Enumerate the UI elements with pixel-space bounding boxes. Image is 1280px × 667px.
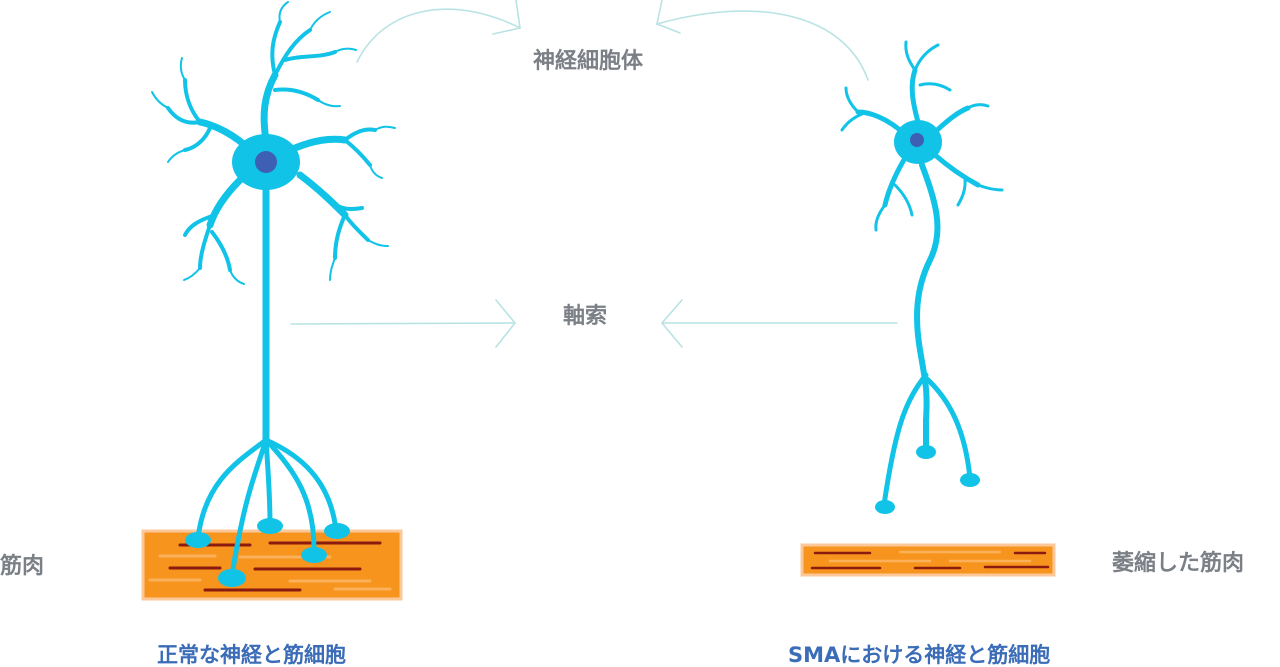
atrophied-muscle: [802, 545, 1054, 575]
normal-neuron-nucleus: [255, 151, 277, 173]
sma-neuron: [842, 42, 1002, 505]
cellbody-arrow-right: [657, 11, 868, 80]
sma-caption: SMAにおける神経と筋細胞: [788, 645, 1050, 666]
cell-body-label: 神経細胞体: [533, 51, 643, 73]
normal-neuron: [152, 2, 395, 575]
normal-muscle: [143, 531, 401, 599]
atrophied-muscle-label: 萎縮した筋肉: [1112, 553, 1244, 575]
muscle-label: 筋肉: [0, 556, 44, 578]
axon-arrow-left: [291, 323, 515, 324]
cellbody-arrow-left: [357, 9, 520, 62]
axon-label: 軸索: [563, 306, 607, 328]
normal-caption: 正常な神経と筋細胞: [157, 645, 346, 666]
sma-neuron-nucleus: [910, 133, 924, 147]
